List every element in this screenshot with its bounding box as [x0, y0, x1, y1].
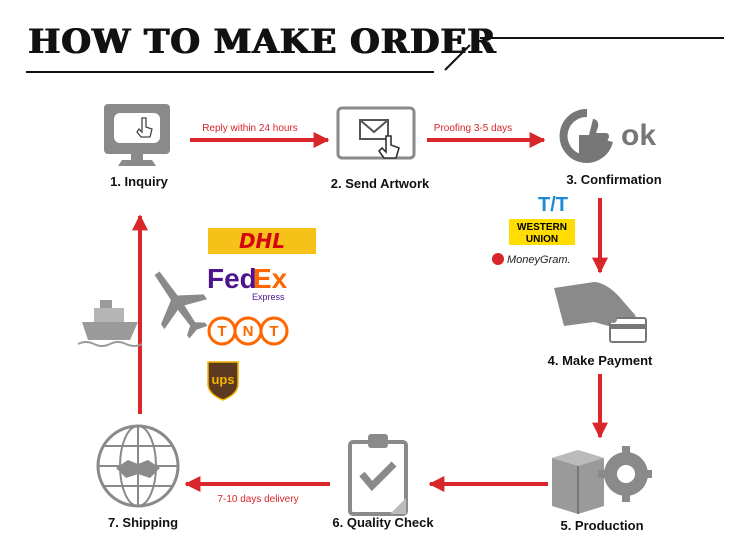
tt-text: T/T — [538, 194, 568, 216]
step-label-send-artwork: 2. Send Artwork — [330, 176, 430, 191]
airplane-icon — [154, 271, 208, 339]
arrow-label-reply-time: Reply within 24 hours — [202, 123, 298, 134]
clipboard-check-icon — [348, 434, 408, 516]
step-label-inquiry: 1. Inquiry — [110, 174, 168, 189]
globe-handshake-icon — [96, 424, 180, 508]
monitor-click-icon — [104, 104, 170, 166]
ups-text: ups — [211, 372, 234, 387]
ok-text: ok — [621, 119, 656, 152]
dhl-text: DHL — [239, 229, 285, 253]
dhl-logo: DHL — [208, 228, 316, 254]
flow-arrows — [132, 132, 608, 492]
fedex-express-text: Express — [252, 292, 285, 302]
step-label-quality-check: 6. Quality Check — [332, 515, 434, 530]
box-gear-icon — [552, 446, 652, 514]
hand-card-icon — [554, 282, 647, 343]
step-label-shipping: 7. Shipping — [107, 515, 179, 530]
title-underline — [26, 37, 724, 73]
ship-icon — [77, 300, 143, 347]
western-union-line1: WESTERN — [517, 222, 567, 233]
step-label-production: 5. Production — [560, 518, 644, 533]
fedex-logo: Fed Ex Express — [207, 263, 288, 302]
tt-logo: T/T — [538, 194, 568, 216]
tnt-logo: T N T — [207, 316, 289, 346]
fedex-ex-text: Ex — [253, 263, 288, 294]
tnt-letter-t2: T — [269, 323, 278, 340]
western-union-logo: WESTERN UNION — [509, 219, 575, 245]
arrow-label-delivery-time: 7-10 days delivery — [217, 494, 299, 505]
western-union-line2: UNION — [526, 234, 558, 245]
thumbs-up-ok-icon: ok — [559, 108, 656, 163]
page-title: HOW TO MAKE ORDER — [28, 22, 497, 62]
step-label-make-payment: 4. Make Payment — [547, 353, 653, 368]
moneygram-logo: MoneyGram. — [492, 253, 571, 266]
moneygram-text: MoneyGram. — [507, 254, 571, 266]
tnt-letter-n: N — [243, 323, 254, 340]
tnt-letter-t1: T — [217, 323, 226, 340]
arrow-label-proofing-time: Proofing 3-5 days — [433, 123, 513, 134]
fedex-fed-text: Fed — [207, 263, 257, 294]
ups-logo: ups — [207, 361, 239, 401]
envelope-click-icon — [336, 106, 416, 160]
step-label-confirmation: 3. Confirmation — [566, 172, 662, 187]
